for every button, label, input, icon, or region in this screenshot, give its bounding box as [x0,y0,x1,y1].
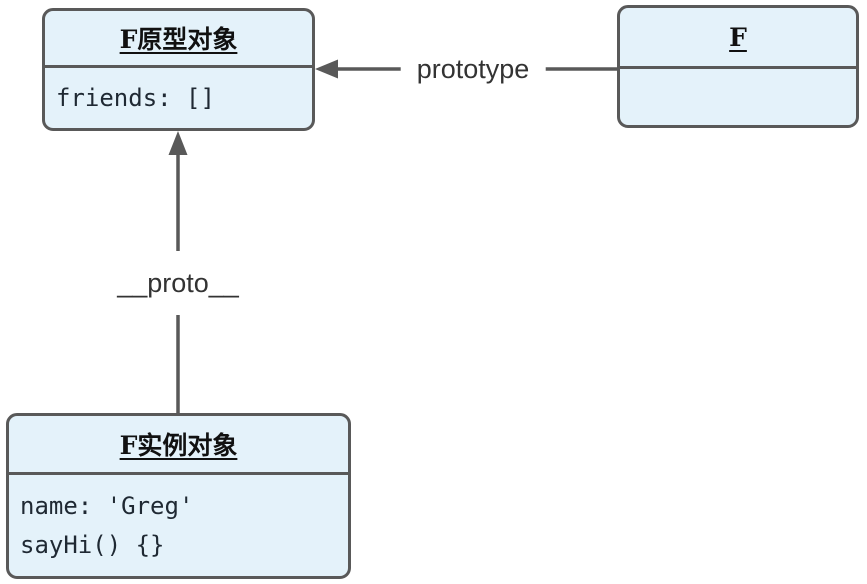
node-title-f-prototype-object: F原型对象 [45,11,312,68]
node-body-f-prototype-object: friends: [] [45,68,312,128]
node-f-constructor: F [617,5,859,128]
prototype-edge-label: prototype [400,48,546,90]
node-title-f-instance-object: F实例对象 [9,416,348,475]
node-title-f-constructor: F [620,8,856,69]
attribute-row: sayHi() {} [20,530,165,559]
attribute-row: friends: [] [56,83,215,112]
node-f-instance-object: F实例对象 name: 'Greg' sayHi() {} [6,413,351,579]
attribute-row: name: 'Greg' [20,491,194,520]
proto-edge-label: __proto__ [107,251,249,315]
node-f-prototype-object: F原型对象 friends: [] [42,8,315,131]
node-body-f-constructor [620,69,856,125]
node-body-f-instance-object: name: 'Greg' sayHi() {} [9,475,348,576]
